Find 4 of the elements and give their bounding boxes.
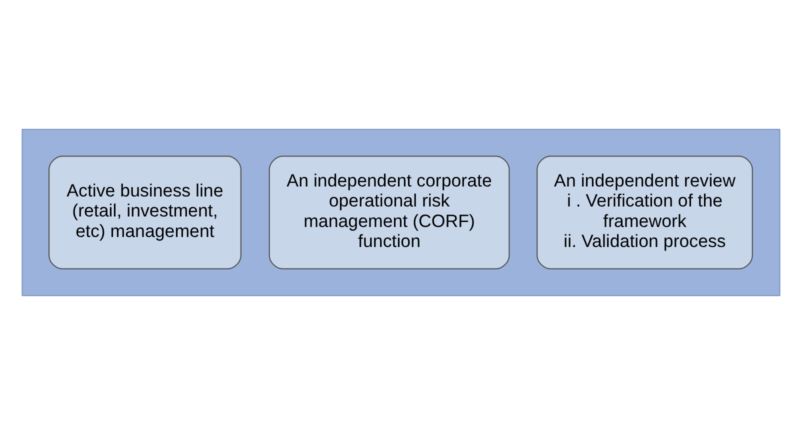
node-box: Active business line (retail, investment, etc) management [48, 155, 242, 269]
node-box: An independent corporate operational risk management (CORF) function [268, 155, 510, 269]
node-box: An independent review i . Verification of the framework ii. Validation process [536, 155, 753, 269]
cluster [22, 128, 780, 296]
